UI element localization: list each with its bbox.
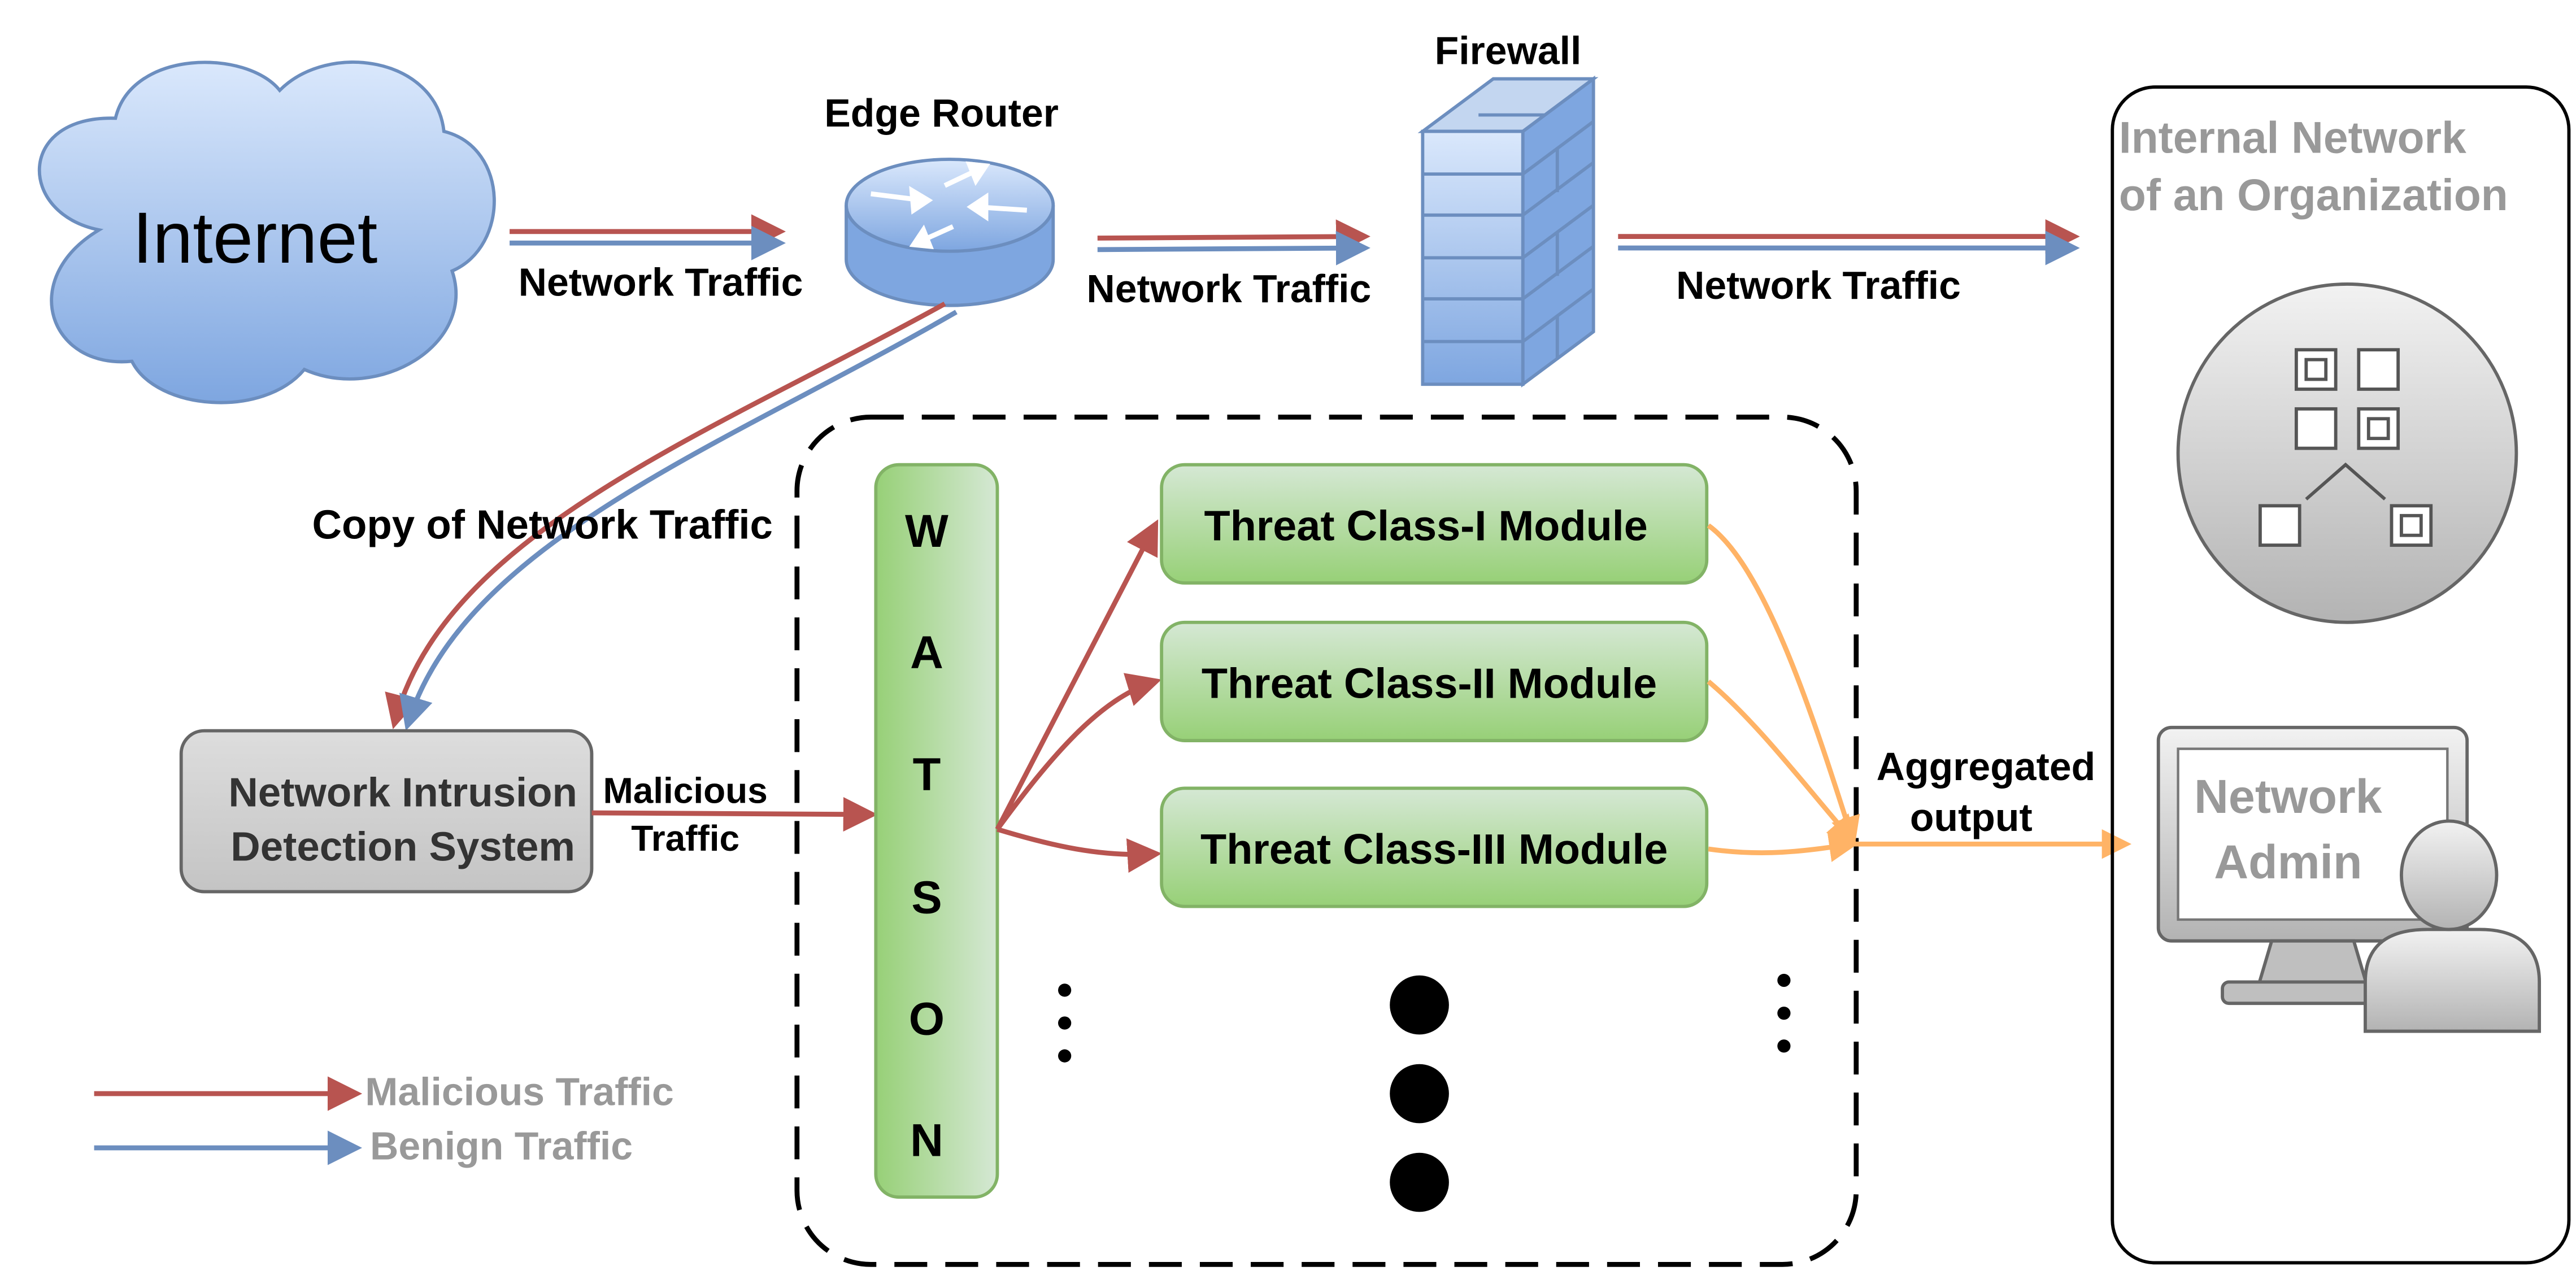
more-modules-dots xyxy=(1390,975,1449,1212)
network-admin-label-line1: Network xyxy=(2194,770,2382,823)
internet-label: Internet xyxy=(133,198,378,278)
arrow-firewall-to-internal xyxy=(1618,219,2080,265)
more-outputs-dots xyxy=(1777,973,1791,1053)
network-nodes-icon xyxy=(2176,282,2518,624)
watson-letter-t: T xyxy=(913,748,941,800)
module-threat-class-3: Threat Class-III Module xyxy=(1160,786,1709,908)
module-label: Threat Class-II Module xyxy=(1202,660,1657,707)
watson-letter-w: W xyxy=(905,506,948,557)
legend: Malicious Traffic Benign Traffic xyxy=(94,1069,674,1168)
arrows-watson-to-modules xyxy=(995,519,1162,873)
aggregated-output-label-line1: Aggregated xyxy=(1877,745,2096,789)
firewall-icon xyxy=(1417,75,1599,388)
arrow-router-to-firewall xyxy=(1097,219,1370,265)
more-watson-dots xyxy=(1058,983,1072,1063)
network-traffic-label-3: Network Traffic xyxy=(1676,263,1961,307)
watson-bar: W A T S O N xyxy=(874,463,999,1199)
network-traffic-label-2: Network Traffic xyxy=(1086,267,1371,311)
copy-traffic-label: Copy of Network Traffic xyxy=(312,502,772,547)
internal-network-label-line2: of an Organization xyxy=(2119,170,2508,220)
arrow-copy-traffic xyxy=(385,301,958,731)
nids-label-line2: Detection System xyxy=(230,824,575,869)
nids-box: Network Intrusion Detection System xyxy=(179,729,594,894)
module-label: Threat Class-I Module xyxy=(1204,502,1648,550)
network-traffic-label-1: Network Traffic xyxy=(519,260,803,304)
network-admin-label-line2: Admin xyxy=(2214,835,2362,889)
network-admin-icon xyxy=(2156,725,2542,1033)
arrow-internet-to-router xyxy=(510,214,786,260)
module-threat-class-2: Threat Class-II Module xyxy=(1160,620,1709,742)
edge-router-label: Edge Router xyxy=(824,91,1059,135)
internal-network-panel: Internal Network of an Organization xyxy=(2111,85,2571,1265)
arrow-nids-to-watson xyxy=(591,797,878,832)
firewall-label: Firewall xyxy=(1435,28,1582,72)
malicious-traffic-label-line1: Malicious xyxy=(603,771,767,811)
watson-letter-n: N xyxy=(910,1115,943,1166)
internet-cloud: Internet xyxy=(37,60,496,404)
legend-benign-label: Benign Traffic xyxy=(370,1124,633,1168)
malicious-traffic-label-line2: Traffic xyxy=(631,818,739,859)
module-label: Threat Class-III Module xyxy=(1200,826,1668,873)
module-threat-class-1: Threat Class-I Module xyxy=(1160,463,1709,585)
edge-router-icon xyxy=(845,158,1055,307)
watson-letter-s: S xyxy=(911,872,942,923)
arrows-modules-to-output xyxy=(1707,523,2132,863)
watson-letter-a: A xyxy=(910,627,943,678)
nids-label-line1: Network Intrusion xyxy=(228,769,577,815)
watson-letter-o: O xyxy=(909,993,945,1044)
legend-malicious-label: Malicious Traffic xyxy=(365,1069,674,1113)
aggregated-output-label-line2: output xyxy=(1910,795,2033,839)
internal-network-label-line1: Internal Network xyxy=(2119,112,2466,162)
